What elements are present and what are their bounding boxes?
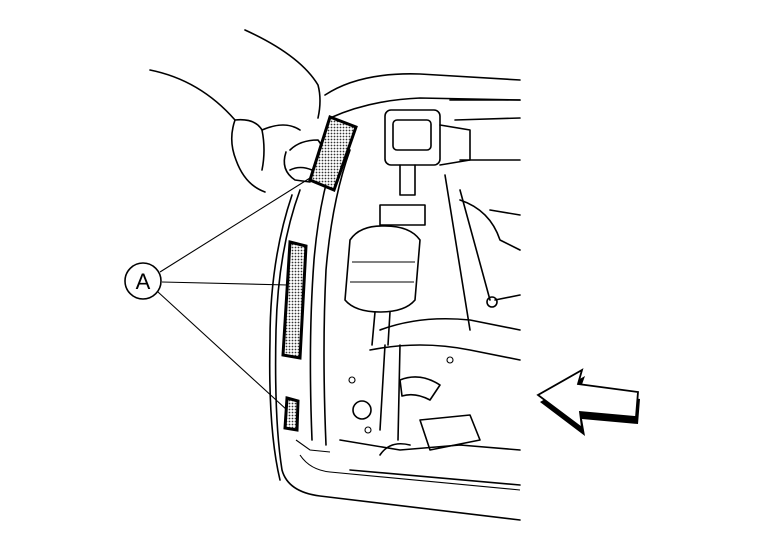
callout-leader-lines bbox=[157, 177, 311, 411]
callout-label: A bbox=[136, 269, 151, 294]
pad-upper bbox=[308, 115, 358, 192]
hand bbox=[149, 29, 326, 193]
seat-motor bbox=[344, 109, 471, 346]
callout-a: A bbox=[124, 262, 162, 300]
view-direction-arrow bbox=[536, 368, 640, 436]
pad-lower bbox=[283, 396, 300, 432]
seat-frame-mechanism bbox=[339, 99, 521, 486]
pad-middle bbox=[281, 240, 308, 360]
